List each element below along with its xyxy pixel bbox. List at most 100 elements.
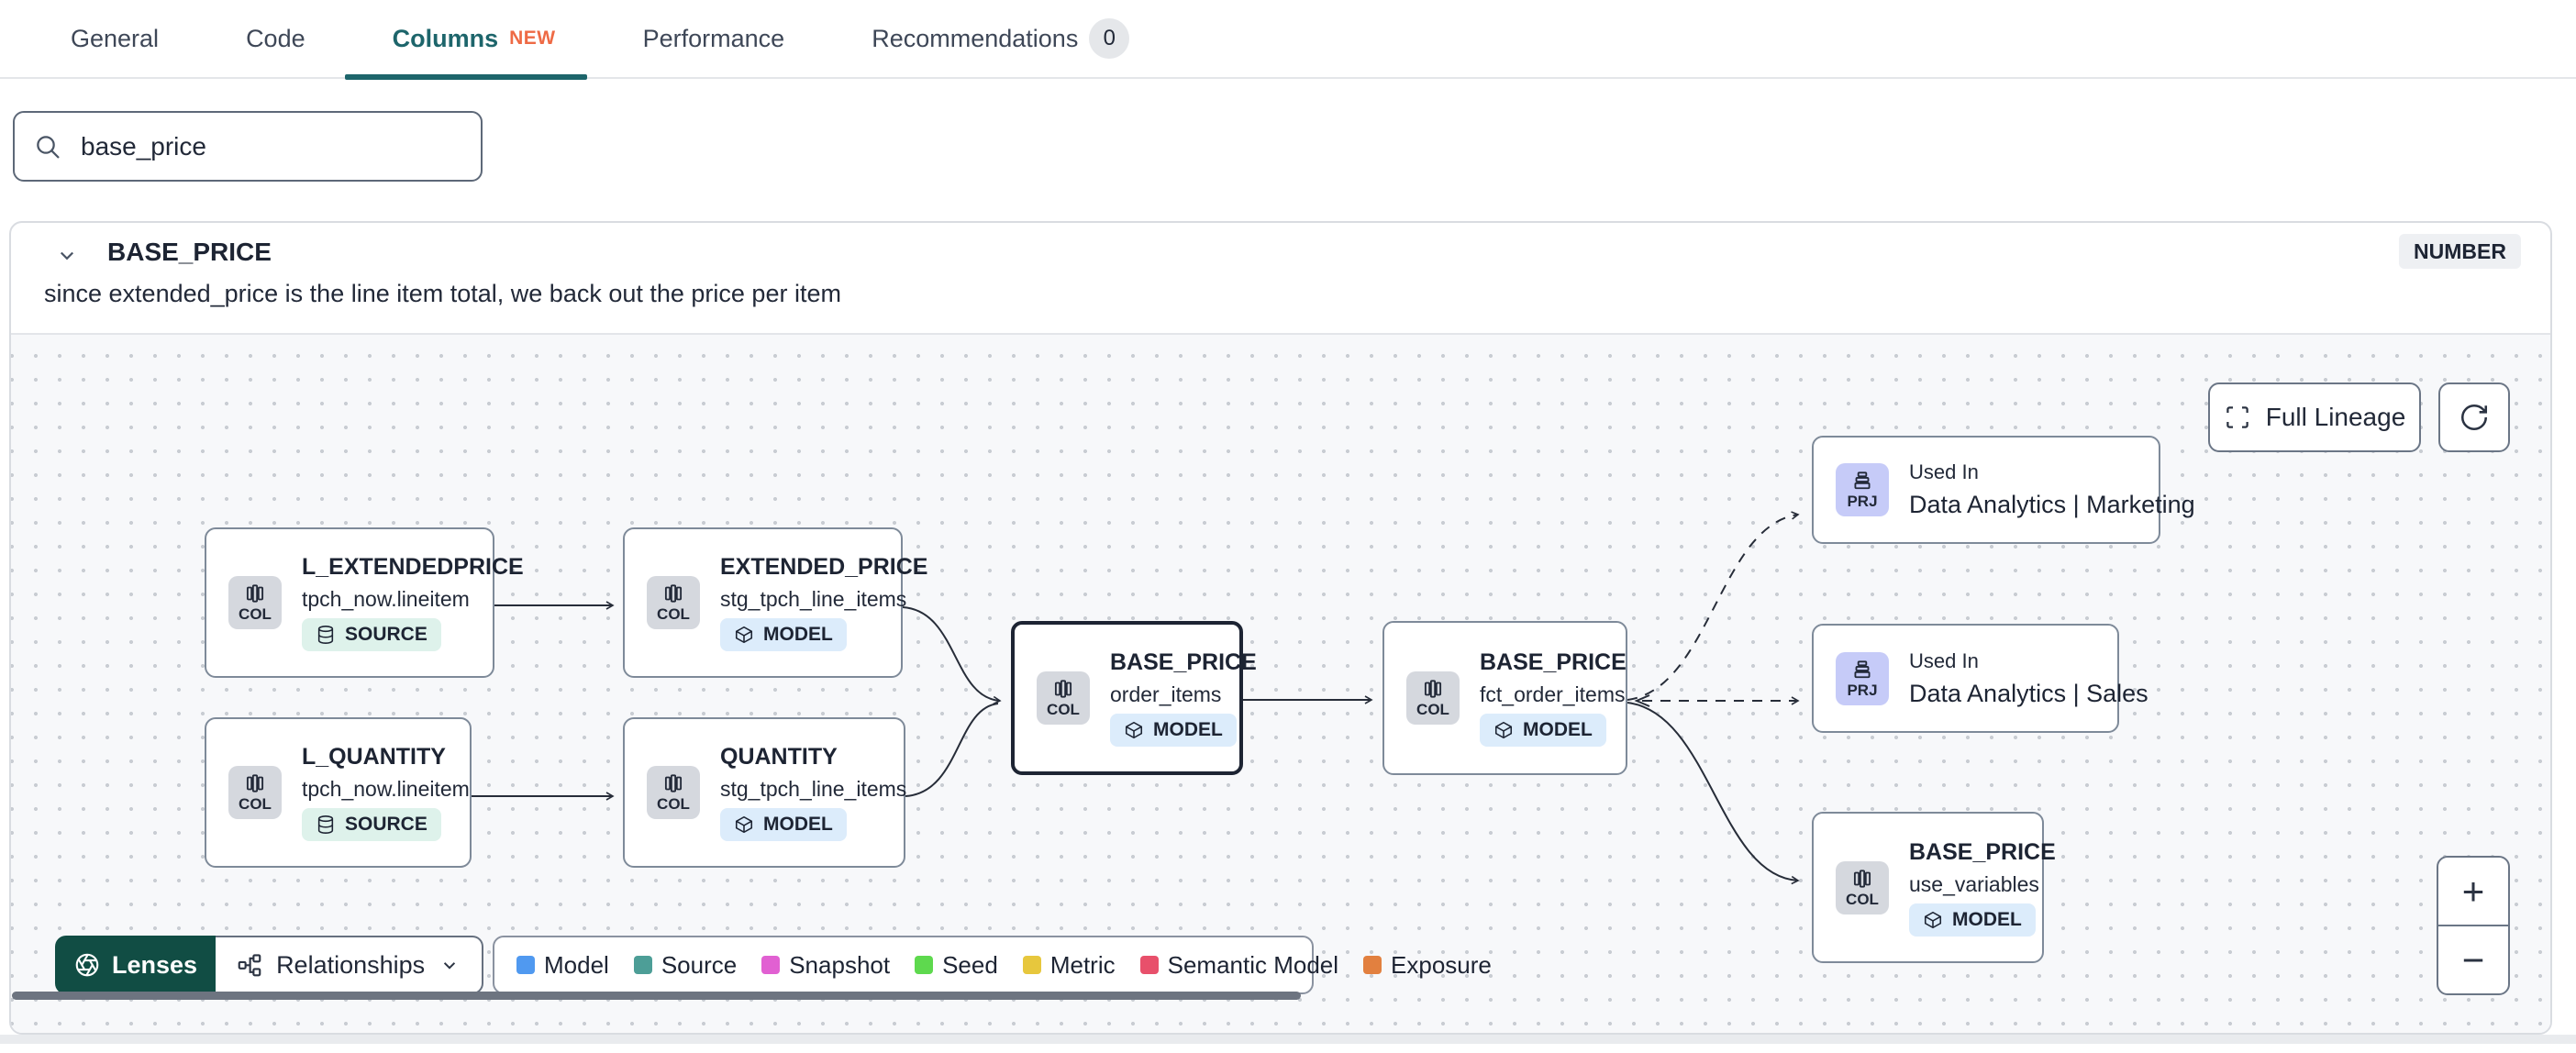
lineage-canvas[interactable]: COL L_EXTENDEDPRICE tpch_now.lineitem SO… xyxy=(11,333,2550,1033)
legend-swatch xyxy=(1139,956,1159,974)
node-subtitle: order_items xyxy=(1110,682,1222,706)
tab-general[interactable]: General xyxy=(71,25,159,53)
tab-recommendations[interactable]: Recommendations 0 xyxy=(872,18,1130,59)
node-subtitle: fct_order_items xyxy=(1480,682,1626,706)
badge-label: MODEL xyxy=(1523,719,1593,740)
tab-performance[interactable]: Performance xyxy=(643,25,785,53)
tab-label: Columns xyxy=(392,24,499,52)
chip-label: COL xyxy=(1047,701,1080,718)
legend-item: Snapshot xyxy=(761,951,890,980)
legend-label: Metric xyxy=(1049,950,1116,979)
badge-label: SOURCE xyxy=(345,814,427,835)
horizontal-scrollbar-thumb[interactable] xyxy=(12,992,1301,1000)
lineage-node-base-price-order-items[interactable]: COL BASE_PRICE order_items MODEL xyxy=(1011,621,1257,775)
node-title: L_QUANTITY xyxy=(302,744,446,770)
column-chip: COL xyxy=(647,576,700,629)
legend-label: Semantic Model xyxy=(1167,950,1339,979)
node-body: L_EXTENDEDPRICE tpch_now.lineitem SOURCE xyxy=(302,554,524,651)
project-name: Data Analytics | Marketing xyxy=(1909,491,2195,518)
tab-label: Performance xyxy=(642,24,785,52)
lineage-node-extended-price[interactable]: COL EXTENDED_PRICE stg_tpch_line_items M… xyxy=(623,527,927,678)
badge-label: MODEL xyxy=(1952,908,2022,930)
page-scrollbar-track[interactable] xyxy=(0,1035,2576,1044)
legend-swatch xyxy=(1022,956,1041,974)
column-chip: COL xyxy=(647,766,700,819)
legend-label: Exposure xyxy=(1391,950,1492,979)
lenses-button[interactable]: Lenses xyxy=(55,936,217,994)
refresh-button[interactable] xyxy=(2438,382,2510,452)
full-lineage-button[interactable]: Full Lineage xyxy=(2208,382,2421,452)
relationships-label: Relationships xyxy=(276,950,426,979)
tab-columns[interactable]: Columns NEW xyxy=(393,25,556,53)
lineage-node-used-in-sales[interactable]: PRJ Used In Data Analytics | Sales xyxy=(1812,624,2149,733)
recommendations-count-badge: 0 xyxy=(1089,18,1130,59)
legend-label: Snapshot xyxy=(789,950,891,979)
legend-swatch xyxy=(915,956,934,974)
legend-swatch xyxy=(761,956,781,974)
lineage-node-used-in-marketing[interactable]: PRJ Used In Data Analytics | Marketing xyxy=(1812,436,2195,544)
model-badge: MODEL xyxy=(720,618,847,651)
lineage-node-quantity[interactable]: COL QUANTITY stg_tpch_line_items MODEL xyxy=(623,717,906,868)
node-body: BASE_PRICE fct_order_items MODEL xyxy=(1480,649,1627,747)
collapse-chevron-down-icon[interactable] xyxy=(53,241,81,269)
node-subtitle: tpch_now.lineitem xyxy=(302,777,470,801)
cube-icon xyxy=(735,815,753,834)
active-tab-underline xyxy=(345,74,587,80)
tab-code[interactable]: Code xyxy=(246,25,305,53)
zoom-out-button[interactable]: − xyxy=(2461,937,2485,981)
legend-swatch xyxy=(1363,956,1382,974)
node-title: L_EXTENDEDPRICE xyxy=(302,554,524,580)
relationships-icon xyxy=(238,954,261,977)
lineage-node-l-extendedprice[interactable]: COL L_EXTENDEDPRICE tpch_now.lineitem SO… xyxy=(205,527,524,678)
node-title: EXTENDED_PRICE xyxy=(720,554,928,580)
node-body: Used In Data Analytics | Sales xyxy=(1909,649,2149,708)
search-input[interactable] xyxy=(79,130,462,162)
legend-swatch xyxy=(516,956,535,974)
model-badge: MODEL xyxy=(1909,903,2036,937)
relationships-dropdown[interactable]: Relationships xyxy=(216,936,484,994)
lineage-node-base-price-fct-order-items[interactable]: COL BASE_PRICE fct_order_items MODEL xyxy=(1382,621,1627,775)
badge-label: MODEL xyxy=(1153,719,1223,740)
node-title: QUANTITY xyxy=(720,744,838,770)
column-description: since extended_price is the line item to… xyxy=(44,280,841,307)
node-body: EXTENDED_PRICE stg_tpch_line_items MODEL xyxy=(720,554,927,651)
chip-label: COL xyxy=(1846,890,1879,908)
column-type-badge: NUMBER xyxy=(2399,234,2521,269)
node-body: Used In Data Analytics | Marketing xyxy=(1909,460,2195,519)
search-icon xyxy=(33,132,62,161)
chip-label: PRJ xyxy=(1847,493,1878,510)
badge-label: SOURCE xyxy=(345,624,427,645)
column-name: BASE_PRICE xyxy=(107,238,272,266)
used-in-label: Used In xyxy=(1909,648,1979,672)
node-subtitle: use_variables xyxy=(1909,871,2039,896)
zoom-in-button[interactable]: + xyxy=(2438,858,2508,926)
column-chip: COL xyxy=(1836,860,1889,914)
project-icon xyxy=(1854,471,1871,490)
lineage-node-l-quantity[interactable]: COL L_QUANTITY tpch_now.lineitem SOURCE xyxy=(205,717,472,868)
node-body: QUANTITY stg_tpch_line_items MODEL xyxy=(720,744,906,841)
node-subtitle: stg_tpch_line_items xyxy=(720,777,907,801)
model-badge: MODEL xyxy=(1110,714,1237,747)
chevron-down-icon xyxy=(444,962,456,970)
legend-label: Seed xyxy=(942,950,998,979)
node-body: L_QUANTITY tpch_now.lineitem SOURCE xyxy=(302,744,470,841)
lineage-node-base-price-use-variables[interactable]: COL BASE_PRICE use_variables MODEL xyxy=(1812,812,2056,963)
column-header: BASE_PRICE NUMBER since extended_price i… xyxy=(11,223,2550,333)
node-title: BASE_PRICE xyxy=(1480,649,1627,675)
node-body: BASE_PRICE use_variables MODEL xyxy=(1909,839,2056,937)
column-search[interactable] xyxy=(13,111,483,182)
chip-label: COL xyxy=(1416,701,1449,718)
project-chip: PRJ xyxy=(1836,463,1889,516)
columns-icon xyxy=(246,584,264,603)
zoom-controls: + − xyxy=(2437,856,2510,995)
node-type-legend: Model Source Snapshot Seed Metric Semant… xyxy=(493,936,1492,994)
tab-bar: General Code Columns NEW Performance Rec… xyxy=(0,0,2576,79)
legend-item: Source xyxy=(633,951,737,980)
legend-label: Model xyxy=(544,950,609,979)
chip-label: PRJ xyxy=(1847,681,1878,699)
legend-item: Model xyxy=(516,951,609,980)
legend-swatch xyxy=(633,956,652,974)
tab-label: Code xyxy=(246,24,305,52)
source-badge: SOURCE xyxy=(302,808,441,841)
refresh-icon xyxy=(2460,404,2488,431)
